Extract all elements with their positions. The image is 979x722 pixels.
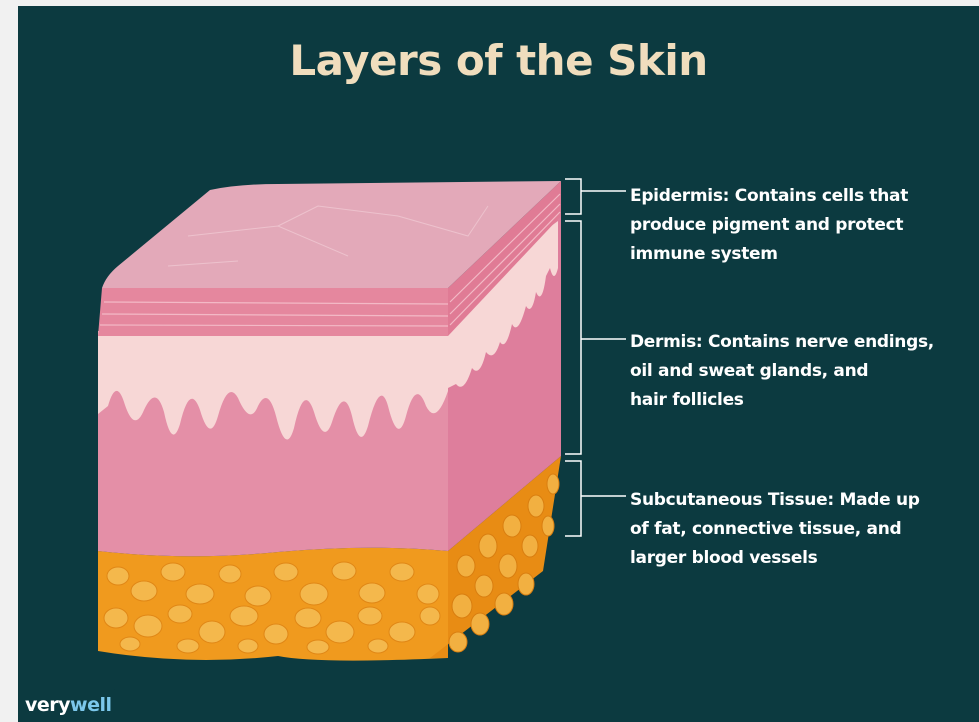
verywell-logo: verywell (18, 688, 119, 722)
logo-text-well: well (70, 694, 111, 716)
subcutaneous-label-line: of fat, connective tissue, and (630, 515, 920, 544)
subcutaneous-label-line: Subcutaneous Tissue: Made up (630, 486, 920, 515)
dermis-label: Dermis: Contains nerve endings, oil and … (630, 328, 934, 415)
subcutaneous-bracket (565, 461, 626, 536)
epidermis-label-line: Epidermis: Contains cells that (630, 182, 908, 211)
dermis-label-line: Dermis: Contains nerve endings, (630, 328, 934, 357)
epidermis-front (98, 288, 448, 336)
subcutaneous-label: Subcutaneous Tissue: Made up of fat, con… (630, 486, 920, 573)
logo-text-very: very (25, 694, 70, 716)
dermis-label-line: hair follicles (630, 386, 934, 415)
epidermis-label-line: immune system (630, 240, 908, 269)
dermis-label-line: oil and sweat glands, and (630, 357, 934, 386)
epidermis-label-line: produce pigment and protect (630, 211, 908, 240)
diagram-panel: Layers of the Skin (18, 6, 979, 722)
epidermis-bracket (565, 179, 626, 214)
epidermis-label: Epidermis: Contains cells that produce p… (630, 182, 908, 269)
dermis-bracket (565, 221, 626, 454)
subcutaneous-label-line: larger blood vessels (630, 544, 920, 573)
